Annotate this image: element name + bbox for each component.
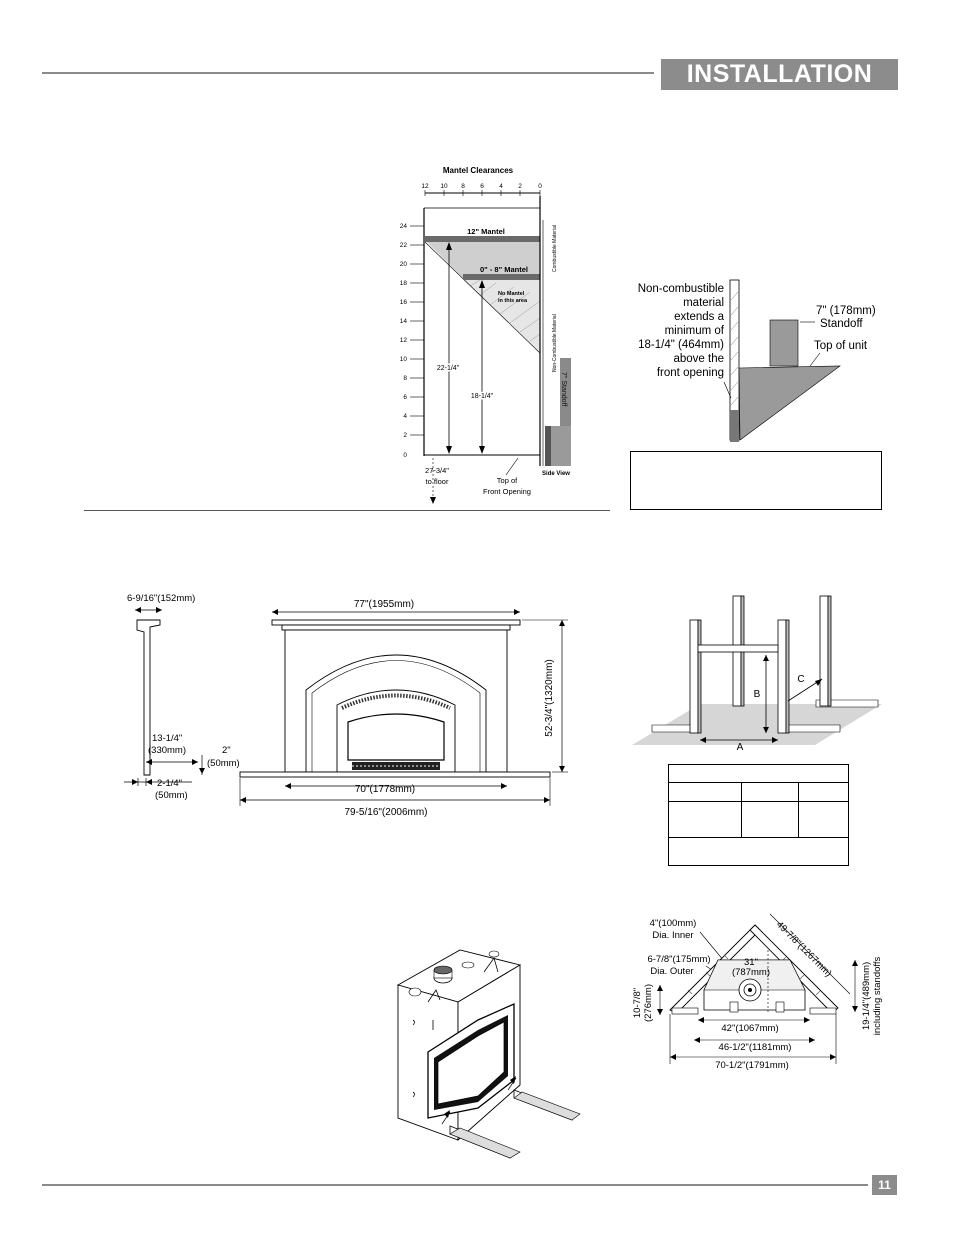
svg-text:13-1/4": 13-1/4" [152,733,182,744]
mantel-0-8-label: 0" - 8" Mantel [480,265,528,274]
svg-text:6: 6 [480,183,484,190]
section-rule [84,510,610,511]
svg-text:6-9/16"(152mm): 6-9/16"(152mm) [127,593,195,604]
svg-text:in this area: in this area [498,298,528,304]
svg-text:minimum of: minimum of [665,325,725,337]
svg-text:14: 14 [400,318,408,325]
svg-text:22: 22 [400,242,408,249]
svg-text:Non-combustible: Non-combustible [638,283,724,295]
footer-rule [42,1184,868,1186]
svg-text:(330mm): (330mm) [148,745,186,756]
svg-text:4: 4 [403,413,407,420]
svg-text:31": 31" [744,957,758,968]
svg-text:extends a: extends a [674,311,724,323]
svg-text:10: 10 [400,356,408,363]
svg-text:Front Opening: Front Opening [483,487,531,496]
svg-text:42"(1067mm): 42"(1067mm) [721,1023,778,1034]
svg-text:52-3/4"(1320mm): 52-3/4"(1320mm) [544,659,555,736]
svg-text:Dia. Inner: Dia. Inner [652,930,693,941]
combustible-label: Combustible Material [552,225,558,272]
standoff-label: 7" Standoff [560,372,567,406]
side-view-label: Side View [542,471,570,477]
svg-text:including standoffs: including standoffs [872,956,883,1035]
svg-text:to floor: to floor [426,477,449,486]
svg-text:above the: above the [673,353,724,365]
svg-text:10: 10 [440,183,448,190]
svg-text:18-1/4": 18-1/4" [471,393,494,400]
left-ticks: 24 22 20 18 16 14 12 10 8 6 4 2 0 [400,223,408,459]
svg-text:12: 12 [400,337,408,344]
svg-text:8: 8 [461,183,465,190]
noncombustible-side-view: Non-combustible material extends a minim… [638,279,876,442]
svg-text:7" (178mm): 7" (178mm) [816,305,876,317]
svg-text:(50mm): (50mm) [207,758,240,769]
top-ticks: 12 10 8 6 4 2 0 [421,183,542,190]
svg-text:2": 2" [222,745,231,756]
page-number: 11 [872,1175,897,1195]
framing-diagram: B A C [632,595,882,753]
svg-text:4"(100mm): 4"(100mm) [650,918,697,929]
svg-text:material: material [683,297,724,309]
svg-text:A: A [737,742,744,753]
top-of-unit-label: Top of unit [814,340,868,352]
mantel-title: Mantel Clearances [443,166,514,175]
svg-text:18-1/4" (464mm): 18-1/4" (464mm) [638,339,724,351]
svg-text:19-1/4"(489mm): 19-1/4"(489mm) [861,962,872,1030]
section-title: INSTALLATION [661,59,898,90]
svg-text:front opening: front opening [657,367,724,379]
svg-text:8: 8 [403,375,407,382]
svg-text:70-1/2"(1791mm): 70-1/2"(1791mm) [715,1060,789,1071]
svg-text:70"(1778mm): 70"(1778mm) [355,784,415,795]
svg-text:18: 18 [400,280,408,287]
header-rule [42,72,654,74]
svg-text:22-1/4": 22-1/4" [437,365,460,372]
svg-text:Standoff: Standoff [820,318,863,330]
svg-text:0: 0 [538,183,542,190]
svg-text:Top of: Top of [497,476,518,485]
svg-text:0: 0 [403,452,407,459]
svg-text:46-1/2"(1181mm): 46-1/2"(1181mm) [719,1042,792,1053]
note-box [630,451,882,510]
corner-installation-diagram: 4"(100mm) Dia. Inner 6-7/8"(175mm) Dia. … [632,913,883,1071]
svg-text:77"(1955mm): 77"(1955mm) [354,599,414,610]
front-elevation-diagram: 6-9/16"(152mm) 13-1/4" (330mm) 2" (50mm)… [124,593,568,818]
mantel-clearance-diagram: Mantel Clearances 12 10 8 6 4 2 0 24 22 … [400,166,571,504]
svg-text:(276mm): (276mm) [643,984,654,1022]
svg-text:4: 4 [499,183,503,190]
svg-text:27-3/4": 27-3/4" [425,466,449,475]
svg-text:B: B [754,689,761,700]
svg-text:2: 2 [403,432,407,439]
framing-table [668,764,849,866]
svg-text:6-7/8"(175mm): 6-7/8"(175mm) [647,954,710,965]
svg-text:24: 24 [400,223,408,230]
svg-text:Dia. Outer: Dia. Outer [650,966,693,977]
non-combustible-label: Non-Combustible Material [552,314,558,372]
fireplace-unit-illustration [396,949,581,1159]
svg-text:20: 20 [400,261,408,268]
svg-text:10-7/8": 10-7/8" [632,988,643,1018]
svg-text:2: 2 [518,183,522,190]
svg-text:No Mantel: No Mantel [498,291,525,297]
svg-text:6: 6 [403,394,407,401]
mantel-12-label: 12" Mantel [467,227,505,236]
svg-text:(787mm): (787mm) [732,967,770,978]
svg-text:12: 12 [421,183,429,190]
svg-text:2-1/4": 2-1/4" [157,778,182,789]
svg-text:(50mm): (50mm) [155,790,188,801]
svg-text:C: C [797,674,804,685]
svg-text:79-5/16"(2006mm): 79-5/16"(2006mm) [344,807,427,818]
svg-text:16: 16 [400,299,408,306]
